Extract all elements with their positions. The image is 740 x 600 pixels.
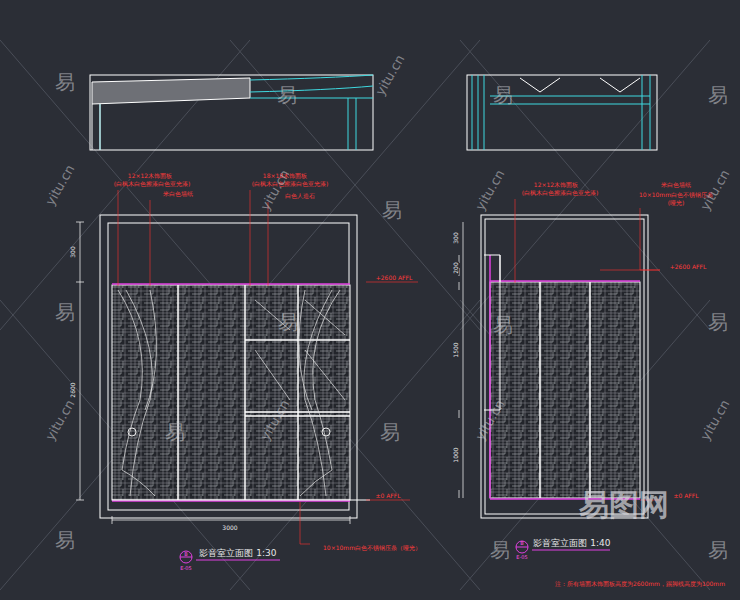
callout-text: 米白色墙纸 [660,182,692,188]
callout-text: 10×10mm白色不锈钢压条（哑光） [322,545,422,551]
drawing-title: 影音室立面图 1:40 [533,539,610,548]
watermark: yitu.cn [698,168,731,213]
sheet-ref: B [184,552,187,557]
watermark: 易 [708,540,728,560]
dimension: 300 [453,231,459,244]
callout-text: (白枫木白色擦漆白色亚光漆) [521,190,600,196]
callout-text: (白枫木白色擦漆白色亚光漆) [113,181,192,187]
dimension: 2600 [70,381,76,398]
dimension: 200 [453,261,459,274]
watermark: 易 [165,422,185,442]
watermark: 易 [55,302,75,322]
level-mark: +2600 AFFL [669,264,708,270]
watermark: 易 [382,200,402,220]
watermark: 易图网 [579,490,669,520]
callout-text: 12×12木饰面板 [533,182,579,188]
drawing-title: 影音室立面图 1:30 [199,549,276,558]
watermark: yitu.cn [373,53,406,98]
watermark: 易 [380,422,400,442]
sheet-ref: E-05 [516,555,527,560]
callout-text: 12×12木饰面板 [127,173,173,179]
note: 注：所有墙面木饰面板高度为2600mm，踢脚线高度为100mm [555,581,725,587]
watermark: yitu.cn [43,163,76,208]
watermark: 易 [708,312,728,332]
watermark: yitu.cn [698,398,731,443]
watermark: 易 [708,85,728,105]
level-mark: ±0 AFFL [374,493,401,499]
dimension: 300 [70,245,76,258]
watermark: 易 [55,530,75,550]
sheet-ref: E-05 [180,566,191,571]
sheet-ref: B [520,541,523,546]
watermark: 易 [278,312,298,332]
dimension: 1500 [453,341,459,358]
level-mark: +2600 AFFL [375,275,414,281]
watermark: 易 [493,85,513,105]
callout-text: 米白色墙纸 [162,191,194,197]
callout-text: (白枫木白色擦漆白色亚光漆) [251,181,330,187]
watermark: yitu.cn [43,398,76,443]
watermark: yitu.cn [473,168,506,213]
callout-text: (哑光) [667,200,686,206]
watermark: 易 [55,72,75,92]
dimension: 1000 [453,446,459,463]
level-mark: ±0 AFFL [672,493,699,499]
watermark: 易 [493,315,513,335]
watermark: 易 [277,85,297,105]
callout-text: 白色人造石 [284,193,316,199]
watermark: 易 [490,540,510,560]
dimension: 3000 [221,525,238,531]
